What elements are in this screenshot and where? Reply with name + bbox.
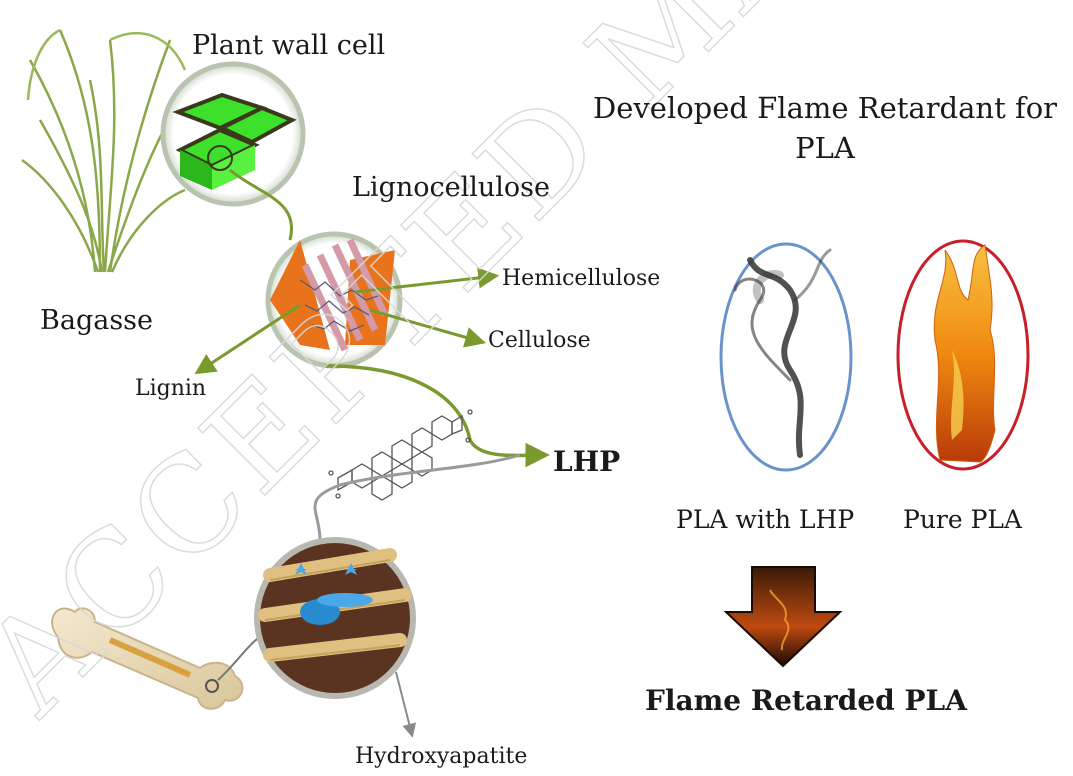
lignocellulose-circle <box>268 234 400 366</box>
arrow-hydroxyapatite <box>396 672 412 735</box>
flame-retarded-pla-label: Flame Retarded PLA <box>645 684 967 717</box>
plant-wall-cell-circle <box>163 64 303 204</box>
hydroxyapatite-label: Hydroxyapatite <box>355 744 527 769</box>
lignocellulose-to-lhp-arrow <box>325 366 545 456</box>
down-arrow-icon <box>726 567 840 666</box>
hydroxyapatite-circle <box>257 540 413 696</box>
pla-with-lhp-ellipse <box>721 244 851 470</box>
plant-wall-cell-label: Plant wall cell <box>192 30 385 61</box>
lignin-label: Lignin <box>135 376 206 401</box>
pure-pla-ellipse <box>898 241 1028 469</box>
lignocellulose-label: Lignocellulose <box>352 172 550 203</box>
developed-flame-retardant-title: Developed Flame Retardant for PLA <box>590 88 1060 168</box>
cellulose-label: Cellulose <box>488 328 591 353</box>
bagasse-plant-illustration <box>22 30 185 272</box>
bagasse-label: Bagasse <box>40 305 153 336</box>
hemicellulose-label: Hemicellulose <box>502 266 660 291</box>
bone-illustration <box>52 608 242 708</box>
pure-pla-label: Pure PLA <box>903 505 1022 534</box>
hydroxyapatite-to-lhp-curve <box>315 455 520 540</box>
molecule-structure-icon <box>329 410 472 500</box>
pla-with-lhp-label: PLA with LHP <box>676 505 854 534</box>
lhp-label: LHP <box>553 445 620 478</box>
